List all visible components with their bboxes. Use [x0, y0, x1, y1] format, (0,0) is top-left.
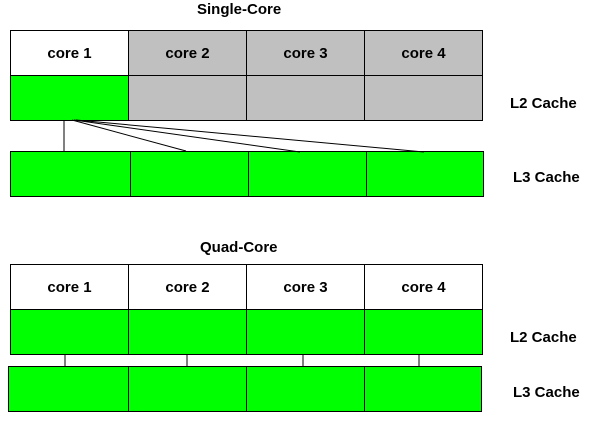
single-l2-block-1: [10, 75, 129, 121]
quad-l3-block-3: [246, 366, 365, 412]
single-link-2: [71, 119, 187, 152]
quad-core-4: core 4: [364, 264, 483, 310]
single-l3-block-1: [10, 151, 131, 197]
quad-core-3: core 3: [246, 264, 365, 310]
single-core-title: Single-Core: [197, 1, 282, 18]
quad-l2-block-3: [246, 309, 365, 355]
quad-l2-block-4: [364, 309, 483, 355]
single-l3-label: L3 Cache: [513, 169, 580, 186]
single-l3-block-4: [366, 151, 484, 197]
quad-l2-block-1: [10, 309, 129, 355]
quad-l3-block-2: [128, 366, 247, 412]
single-l2-label: L2 Cache: [510, 95, 577, 112]
single-link-4: [75, 119, 425, 153]
quad-core-2: core 2: [128, 264, 247, 310]
quad-core-1: core 1: [10, 264, 129, 310]
single-link-3: [73, 119, 301, 153]
quad-l3-block-1: [8, 366, 129, 412]
single-l3-block-2: [130, 151, 249, 197]
quad-l3-block-4: [364, 366, 482, 412]
quad-core-title: Quad-Core: [200, 239, 278, 256]
single-core-4: core 4: [364, 30, 483, 76]
single-l3-block-3: [248, 151, 367, 197]
quad-l3-label: L3 Cache: [513, 384, 580, 401]
single-l2-block-4: [364, 75, 483, 121]
quad-l2-label: L2 Cache: [510, 329, 577, 346]
